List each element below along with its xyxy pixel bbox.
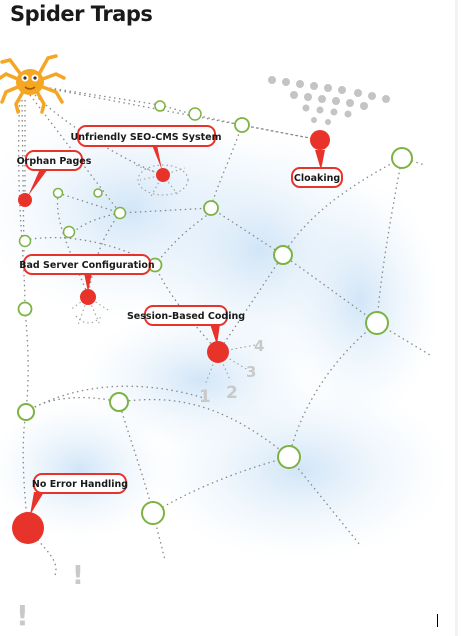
callout-label: No Error Handling — [32, 479, 128, 490]
web-node — [154, 100, 166, 112]
session-number-4: 4 — [254, 337, 264, 355]
callout-unfriendly-cms: Unfriendly SEO-CMS System — [71, 125, 222, 170]
web-node — [109, 392, 129, 412]
exclamation-mark: ! — [16, 599, 29, 632]
callout-label: Session-Based Coding — [127, 311, 245, 322]
trap-node-cloaking — [310, 130, 330, 150]
web-node — [52, 187, 64, 199]
web-nodes — [17, 100, 413, 525]
text-cursor — [437, 614, 438, 627]
trap-node-cms — [156, 168, 170, 182]
web-node — [141, 501, 165, 525]
session-number-1: 1 — [199, 387, 211, 407]
web-node — [18, 234, 32, 248]
exclamation-mark: ! — [72, 561, 84, 591]
web-node — [234, 117, 250, 133]
server-web-cluster — [69, 296, 109, 326]
callout-session-coding: Session-Based Coding — [127, 305, 245, 345]
callout-label: Orphan Pages — [17, 156, 92, 167]
web-node — [93, 188, 103, 198]
web-node — [17, 403, 35, 421]
callout-label: Unfriendly SEO-CMS System — [71, 132, 222, 143]
web-node — [365, 311, 389, 335]
trap-node-server — [80, 289, 96, 305]
trap-node-orphan — [18, 193, 32, 207]
right-edge-line — [455, 0, 458, 636]
trap-node-session — [207, 341, 229, 363]
trap-nodes — [12, 130, 330, 544]
web-node — [188, 107, 202, 121]
callout-label: Cloaking — [294, 173, 340, 184]
spider-icon — [0, 54, 66, 114]
session-number-3: 3 — [246, 363, 256, 381]
cms-web-cluster — [134, 164, 189, 199]
web-node — [391, 147, 413, 169]
web-node — [113, 206, 127, 220]
callout-label: Bad Server Configuration — [19, 260, 155, 271]
web-node — [273, 245, 293, 265]
web-node — [17, 301, 33, 317]
trap-node-error — [12, 512, 44, 544]
web-node — [62, 225, 76, 239]
exclamation-marks: ! ! — [16, 561, 84, 632]
callout-orphan-pages: Orphan Pages — [17, 150, 92, 196]
callout-no-error: No Error Handling — [30, 473, 128, 515]
session-number-2: 2 — [226, 383, 238, 403]
callout-cloaking: Cloaking — [291, 150, 343, 188]
web-node — [277, 445, 301, 469]
web-node — [203, 200, 219, 216]
session-numbers: 1 2 3 4 — [199, 337, 264, 407]
cloaking-dots — [268, 76, 390, 125]
page-title: Spider Traps — [10, 2, 153, 26]
callout-bad-server: Bad Server Configuration — [19, 254, 155, 292]
